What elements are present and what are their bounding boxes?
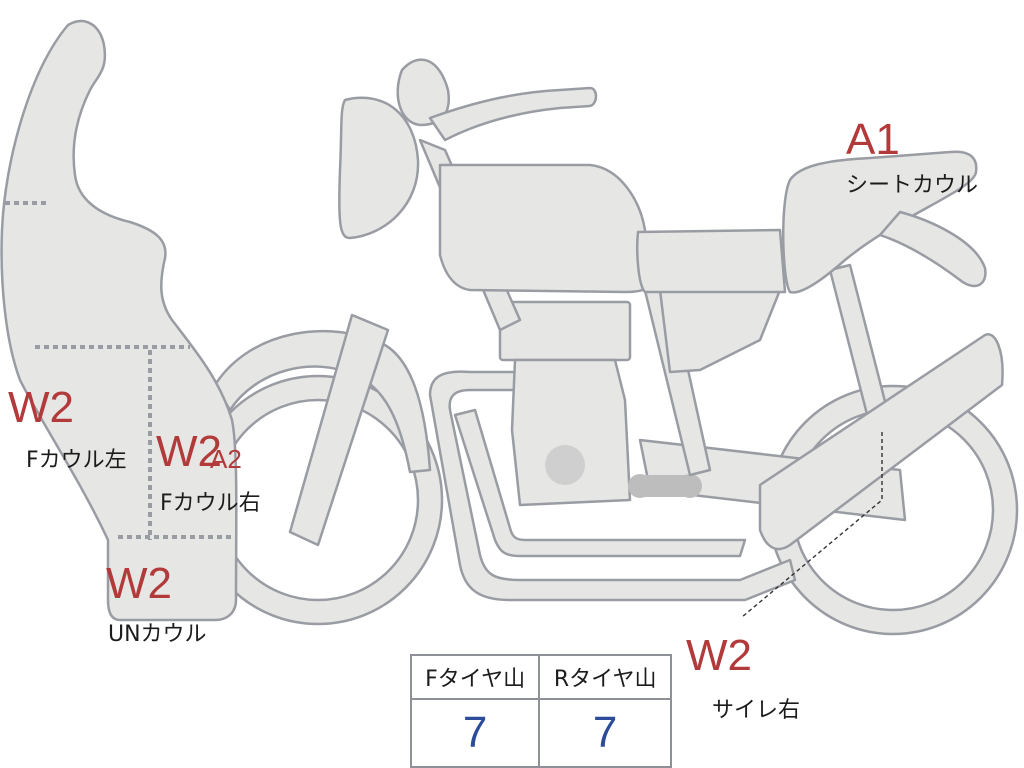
f-cowl-right-label: Fカウル右: [160, 491, 261, 516]
leader-line-muffler: [741, 432, 883, 618]
un-cowl-label: UNカウル: [108, 622, 207, 647]
rear-tire-header: Rタイヤ山: [538, 654, 672, 700]
muffler-right-grade: W2: [686, 631, 752, 680]
front-fork: [288, 313, 390, 547]
front-cowl: [0, 19, 238, 622]
engine-block: [510, 358, 632, 507]
tire-tread-table: Fタイヤ山 Rタイヤ山 7 7: [409, 654, 672, 768]
un-cowl-grade: W2: [106, 559, 172, 608]
fuel-tank: [438, 163, 652, 294]
seat: [636, 228, 787, 294]
f-cowl-right-grade: W2: [156, 427, 222, 476]
engine-head: [498, 300, 632, 362]
seat-cowl: [781, 150, 978, 294]
seat-cowl-label: シートカウル: [846, 173, 979, 198]
f-cowl-right-grade2: A2: [210, 444, 242, 474]
seat-cowl-grade: A1: [846, 115, 900, 164]
f-cowl-left-grade: W2: [8, 383, 74, 432]
handlebar: [428, 86, 598, 142]
front-tire-value: 7: [409, 698, 541, 768]
muffler: [758, 333, 1004, 551]
exhaust-pipe: [428, 370, 797, 602]
headlight: [338, 96, 420, 240]
muffler-right-label: サイレ右: [712, 698, 801, 723]
front-tire-header: Fタイヤ山: [409, 654, 541, 700]
f-cowl-left-label: Fカウル左: [26, 448, 127, 473]
rear-tire-value: 7: [538, 698, 672, 768]
